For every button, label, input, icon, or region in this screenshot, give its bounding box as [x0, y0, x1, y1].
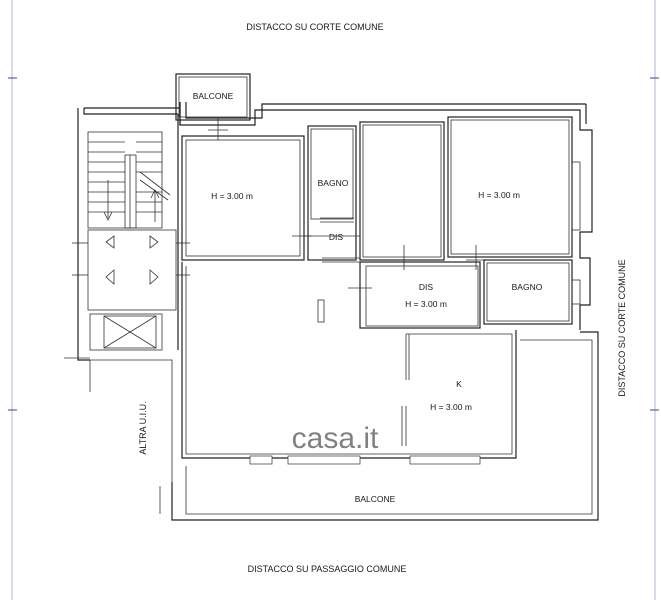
room-3	[447, 116, 581, 270]
label-bottom: DISTACCO SU PASSAGGIO COMUNE	[248, 564, 407, 574]
balcone-bottom-label: BALCONE	[355, 494, 396, 504]
dis-1-label: DIS	[329, 232, 344, 242]
kitchen-area	[181, 262, 517, 465]
label-top: DISTACCO SU CORTE COMUNE	[246, 22, 383, 32]
room-1-height: H = 3.00 m	[211, 191, 253, 201]
altra-uiu-wall	[89, 359, 173, 482]
bagno-1	[307, 125, 357, 261]
watermark-logo: casa.it	[292, 422, 379, 455]
outer-walls	[77, 102, 593, 361]
sheet-guides	[8, 0, 659, 600]
room-2	[359, 121, 445, 270]
corridor	[304, 235, 360, 323]
kitchen-height: H = 3.00 m	[430, 402, 472, 412]
label-left: ALTRA U.I.U.	[138, 401, 148, 454]
bagno-1-label: BAGNO	[318, 178, 349, 188]
room-2-height: H = 3.00 m	[478, 190, 520, 200]
balcone-top-label: BALCONE	[193, 91, 234, 101]
stair-core	[64, 131, 190, 359]
dis-2-label: DIS	[419, 282, 434, 292]
balcone-top	[175, 73, 251, 121]
bagno-2-label: BAGNO	[512, 282, 543, 292]
dis-2	[348, 261, 481, 329]
label-right: DISTACCO SU CORTE COMUNE	[617, 259, 627, 396]
balcone-bottom	[159, 331, 599, 521]
dis-2-height: H = 3.00 m	[405, 299, 447, 309]
kitchen-label: K	[456, 379, 462, 389]
room-1	[181, 118, 312, 261]
bagno-2	[483, 259, 581, 325]
